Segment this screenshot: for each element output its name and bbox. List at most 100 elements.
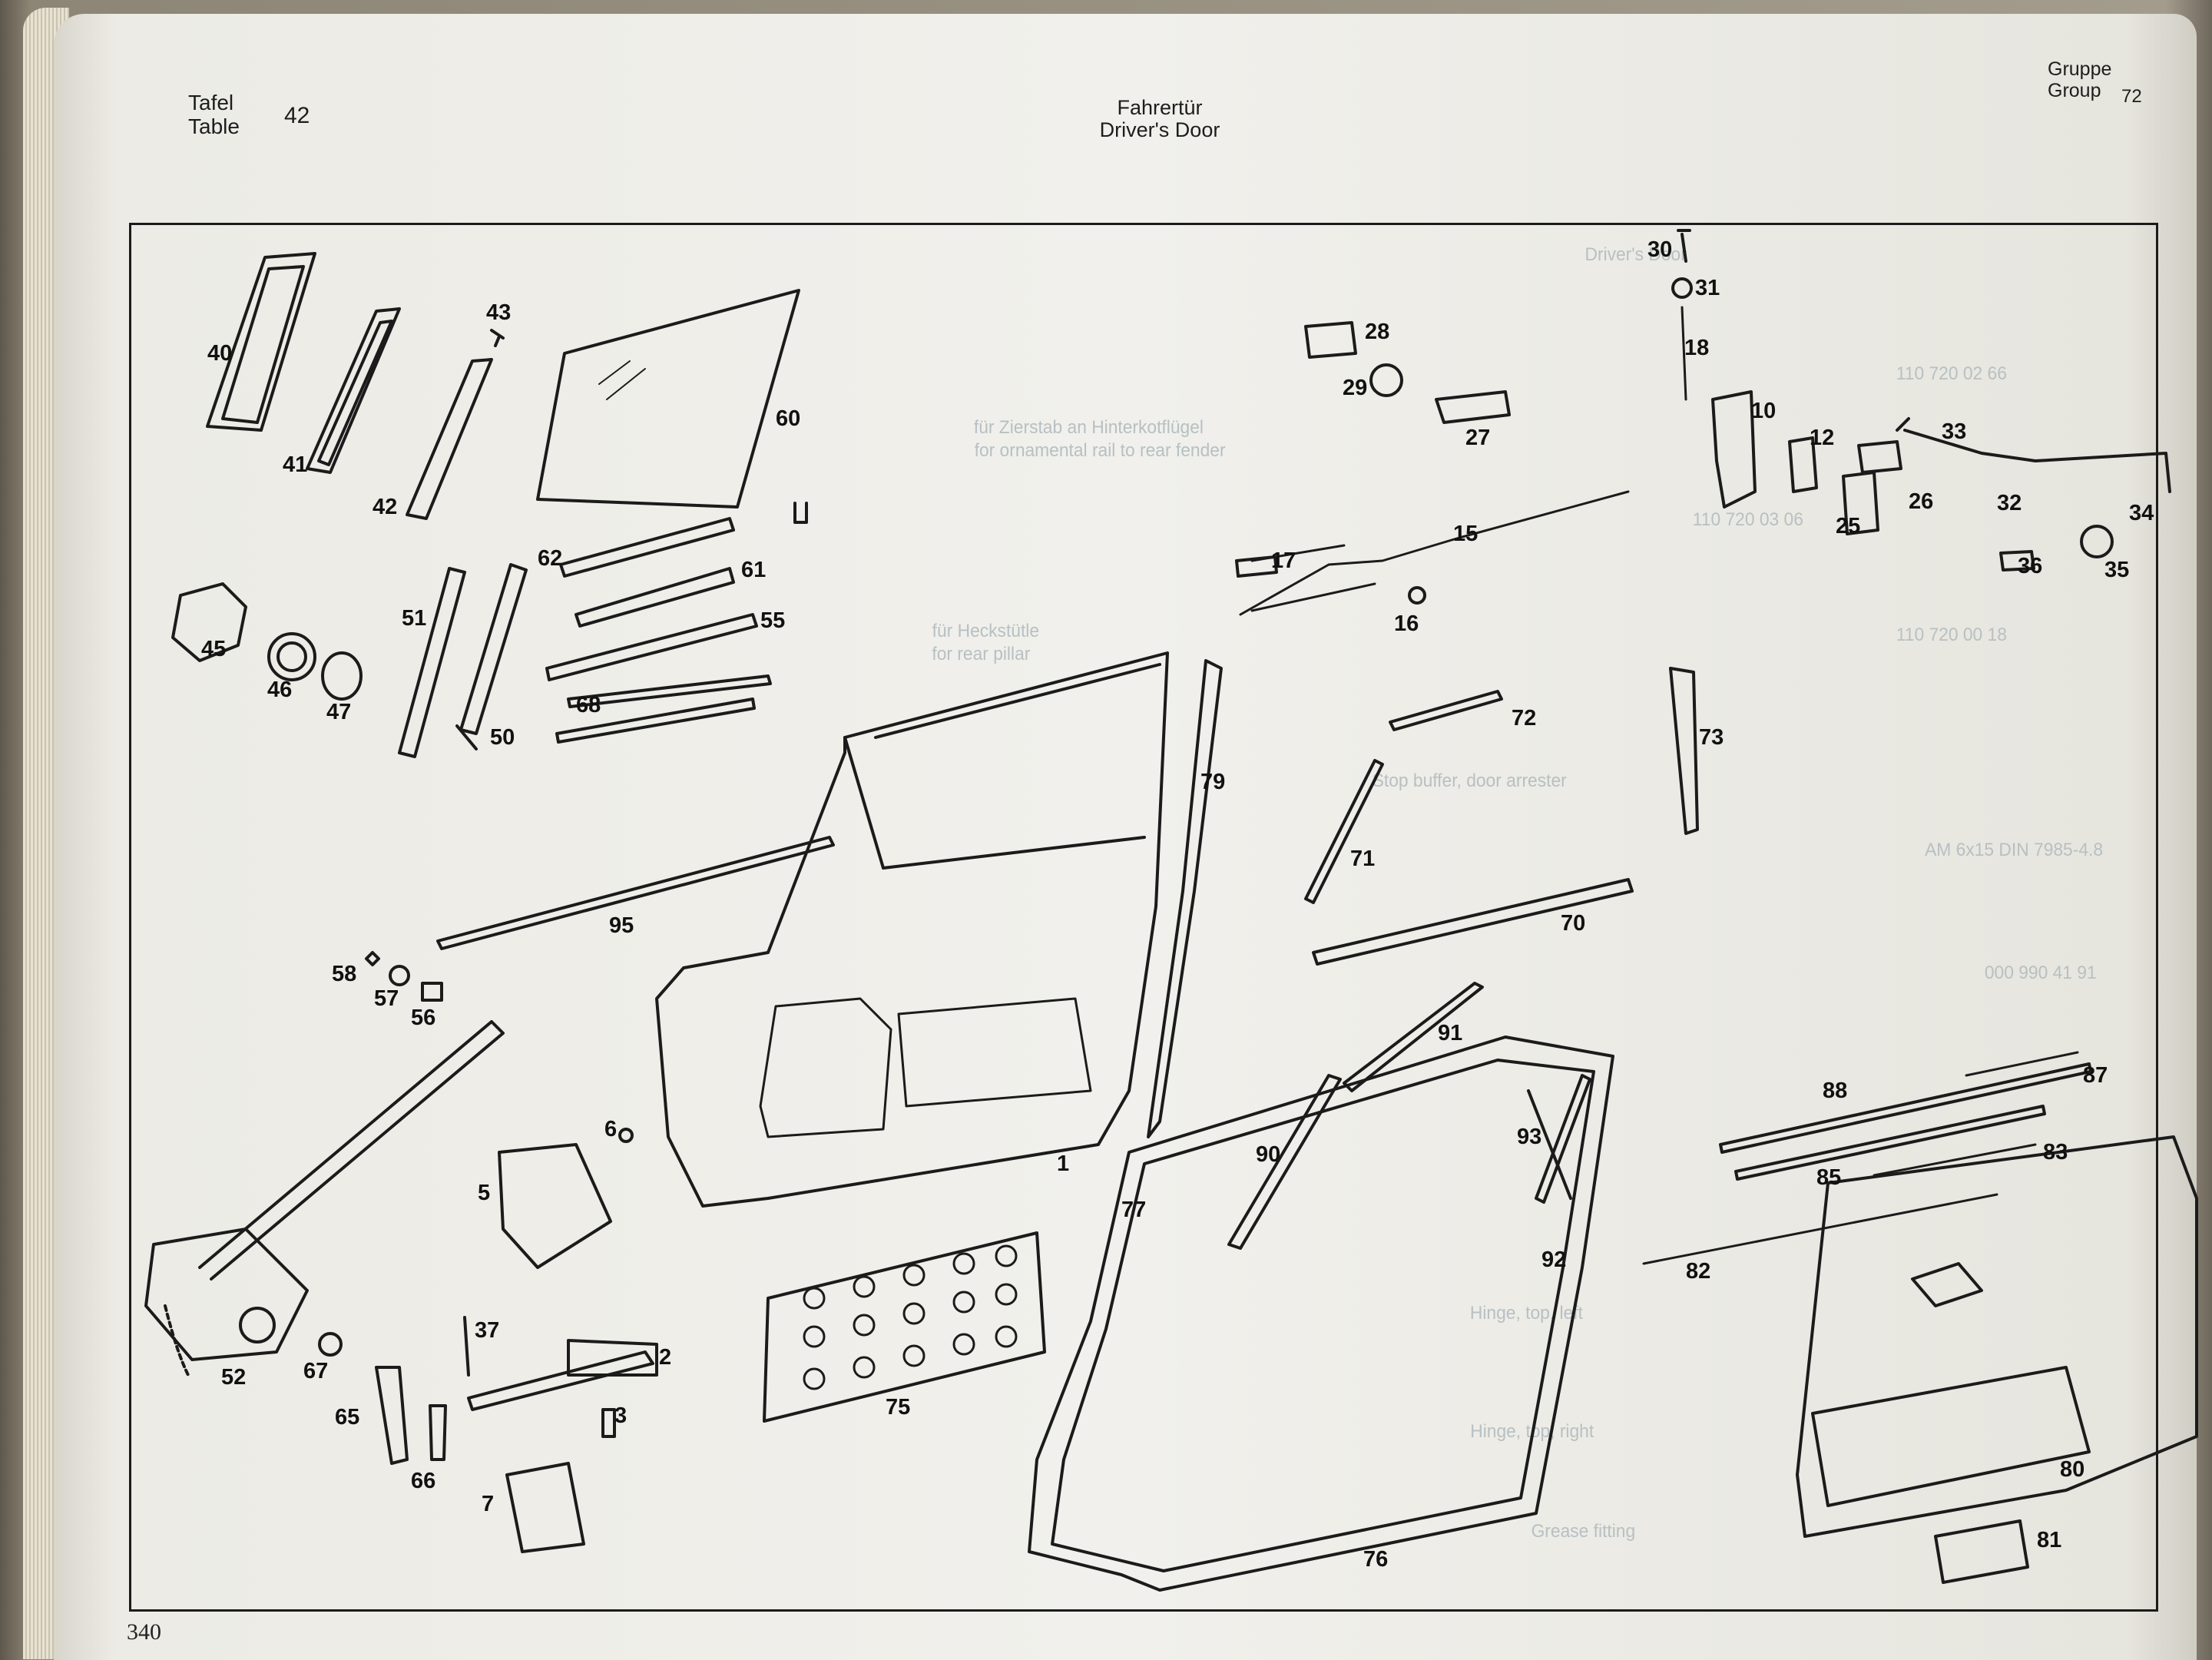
group-label: Group: [2048, 80, 2101, 101]
callout-95: 95: [609, 913, 634, 938]
callout-85: 85: [1816, 1165, 1842, 1190]
panel-holes: [803, 1244, 1018, 1390]
callout-58: 58: [332, 962, 357, 986]
callout-81: 81: [2037, 1528, 2062, 1552]
knob-66: [429, 1404, 447, 1461]
callout-66: 66: [411, 1469, 436, 1493]
diagram-frame: [129, 223, 2158, 1612]
callout-91: 91: [1438, 1021, 1463, 1045]
trim-panel-80: [1796, 1135, 2198, 1538]
clip-17: [1235, 555, 1278, 578]
strip-73: [1669, 667, 1699, 835]
strip-71: [1304, 759, 1384, 904]
strip-93: [1527, 1089, 1572, 1200]
bolt-6: [618, 1128, 634, 1143]
callout-6: 6: [604, 1117, 618, 1141]
vent-frame-40: [206, 252, 316, 432]
callout-28: 28: [1365, 320, 1390, 344]
channel-61: [575, 567, 735, 628]
callout-76: 76: [1363, 1547, 1389, 1572]
bracket-26: [1857, 440, 1902, 474]
washer-57: [389, 965, 410, 986]
door-cutout: [759, 997, 892, 1138]
callout-80: 80: [2060, 1457, 2085, 1482]
pad-36: [1999, 550, 2035, 572]
callout-41: 41: [283, 452, 308, 477]
check-strap-2: [467, 1339, 658, 1411]
group-number: 72: [2121, 86, 2142, 107]
callout-83: 83: [2043, 1140, 2068, 1165]
bleed-text: für Zierstab an Hinterkotflügel: [973, 417, 1204, 438]
callout-43: 43: [486, 300, 512, 325]
callout-18: 18: [1684, 336, 1710, 360]
gear-46: [267, 632, 316, 681]
bleed-text: AM 6x15 DIN 7985-4.8: [1925, 840, 2104, 860]
bleed-text: Driver's Door: [1584, 244, 1687, 265]
callout-10: 10: [1751, 399, 1777, 423]
group-label-block: Gruppe Group: [2048, 58, 2111, 101]
bleed-text: 110 720 02 66: [1896, 363, 2007, 384]
seal-79: [1147, 659, 1223, 1138]
callout-1: 1: [1057, 1151, 1070, 1176]
star-58: [365, 951, 380, 966]
door-frame-inner: [843, 736, 1146, 870]
gruppe-label: Gruppe: [2048, 58, 2112, 80]
callout-34: 34: [2129, 501, 2154, 525]
callout-60: 60: [776, 406, 801, 431]
callout-93: 93: [1517, 1125, 1542, 1149]
glass-reflection: [598, 360, 646, 400]
linkage-27: [1435, 390, 1511, 424]
belt-seal-95: [436, 836, 835, 950]
callout-56: 56: [411, 1006, 436, 1030]
clip-3: [601, 1408, 616, 1438]
bleed-text: for ornamental rail to rear fender: [974, 440, 1226, 461]
insulation-panel-75: [763, 1231, 1046, 1423]
callout-35: 35: [2104, 558, 2130, 582]
callout-45: 45: [201, 637, 227, 661]
callout-71: 71: [1350, 847, 1376, 871]
callout-61: 61: [741, 558, 767, 582]
grommet-35: [2080, 525, 2114, 558]
hinge-7: [505, 1462, 585, 1553]
part-43: [490, 329, 505, 347]
washer-67: [318, 1332, 343, 1357]
vent-seal-41: [306, 307, 401, 474]
regulator-arm: [198, 1020, 505, 1281]
callout-42: 42: [373, 495, 398, 519]
channel-68: [555, 697, 756, 744]
handle-12: [1788, 436, 1818, 493]
bleed-text: für Heckstütle: [932, 621, 1040, 641]
strip-91: [1343, 982, 1484, 1092]
callout-29: 29: [1343, 376, 1368, 400]
callout-50: 50: [490, 725, 515, 750]
guide-rail-50: [455, 563, 528, 750]
title-english: Driver's Door: [1099, 118, 1220, 141]
callout-16: 16: [1394, 611, 1419, 636]
callout-52: 52: [221, 1365, 247, 1390]
hinge-5: [498, 1143, 612, 1269]
callout-90: 90: [1256, 1142, 1281, 1167]
gear-segment: [164, 1304, 190, 1377]
callout-37: 37: [475, 1318, 500, 1343]
callout-12: 12: [1810, 426, 1835, 450]
channel-62: [559, 517, 735, 578]
armrest-recess: [1911, 1262, 1983, 1307]
callout-67: 67: [303, 1359, 329, 1383]
callout-92: 92: [1541, 1247, 1567, 1272]
callout-5: 5: [478, 1181, 491, 1205]
callout-27: 27: [1465, 426, 1491, 450]
molding-88: [1719, 1062, 2092, 1154]
callout-72: 72: [1512, 706, 1537, 731]
page-number: 340: [127, 1619, 161, 1645]
pin-30: [1677, 229, 1691, 263]
rod-15-long: [1239, 490, 1630, 616]
callout-46: 46: [267, 678, 293, 702]
window-glass-60: [536, 289, 800, 509]
channel-55: [545, 613, 758, 681]
bushing-16: [1408, 586, 1426, 605]
molding-87: [1965, 1051, 2079, 1077]
pocket-81: [1934, 1519, 2029, 1584]
title-german: Fahrertür: [1117, 96, 1203, 119]
molding-83: [1873, 1143, 2037, 1177]
regulator-52: [144, 1228, 309, 1361]
